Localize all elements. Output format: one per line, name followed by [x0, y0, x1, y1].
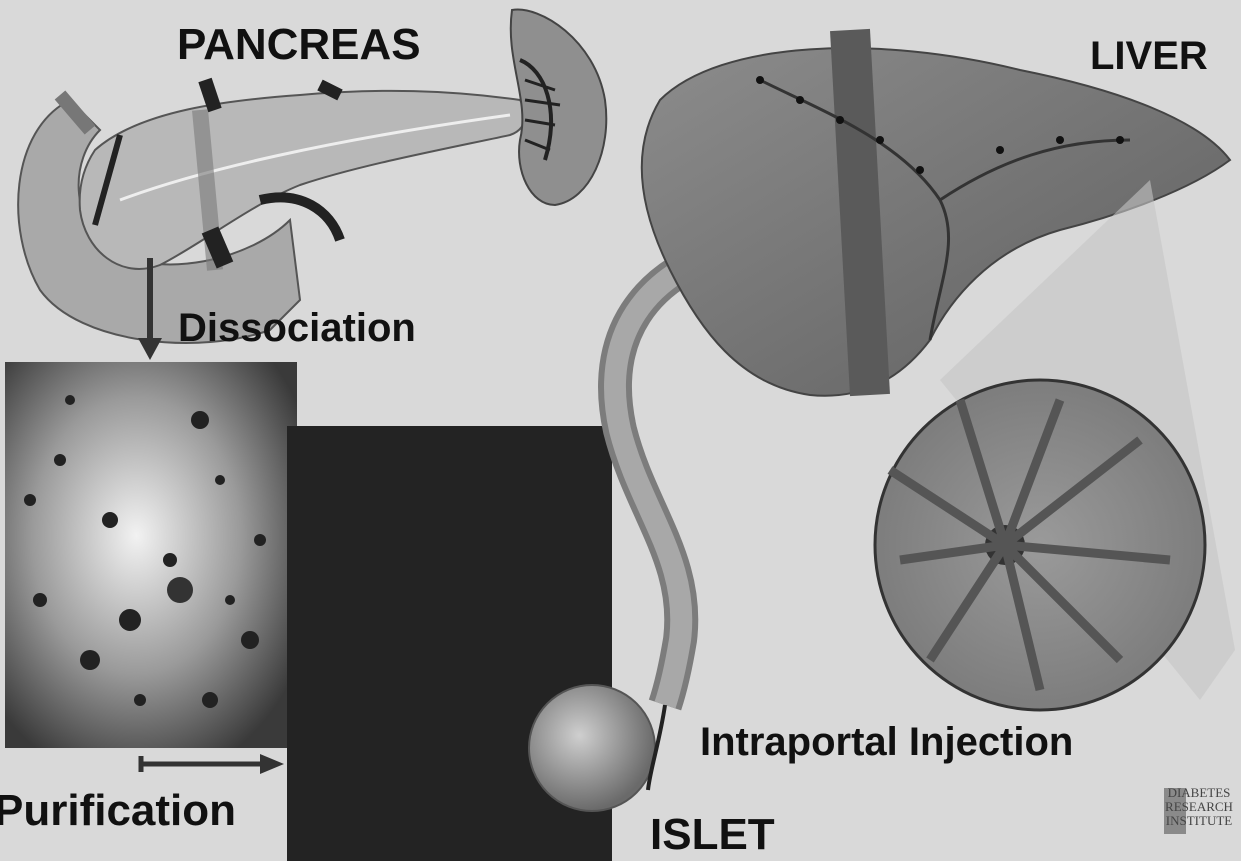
- islet-label: ISLET: [650, 810, 775, 860]
- purification-label: Purification: [0, 786, 236, 836]
- logo-line-1: DIABETES: [1160, 786, 1238, 800]
- diabetes-research-institute-logo: DIABETES RESEARCH INSTITUTE: [1160, 786, 1238, 856]
- liver-lobule-magnified: [875, 380, 1205, 710]
- pancreas-tail: [511, 10, 607, 205]
- liver-label: LIVER: [1090, 34, 1208, 79]
- dissociation-micrograph: [5, 362, 297, 748]
- pancreas-label: PANCREAS: [177, 20, 421, 70]
- intraportal-injection-label: Intraportal Injection: [700, 720, 1073, 765]
- logo-line-3: INSTITUTE: [1160, 814, 1238, 828]
- purification-arrow: [141, 754, 284, 774]
- dissociation-label: Dissociation: [178, 306, 416, 351]
- pancreas-organ: [80, 80, 526, 270]
- islet-illustration: [529, 685, 655, 811]
- logo-line-2: RESEARCH: [1160, 800, 1238, 814]
